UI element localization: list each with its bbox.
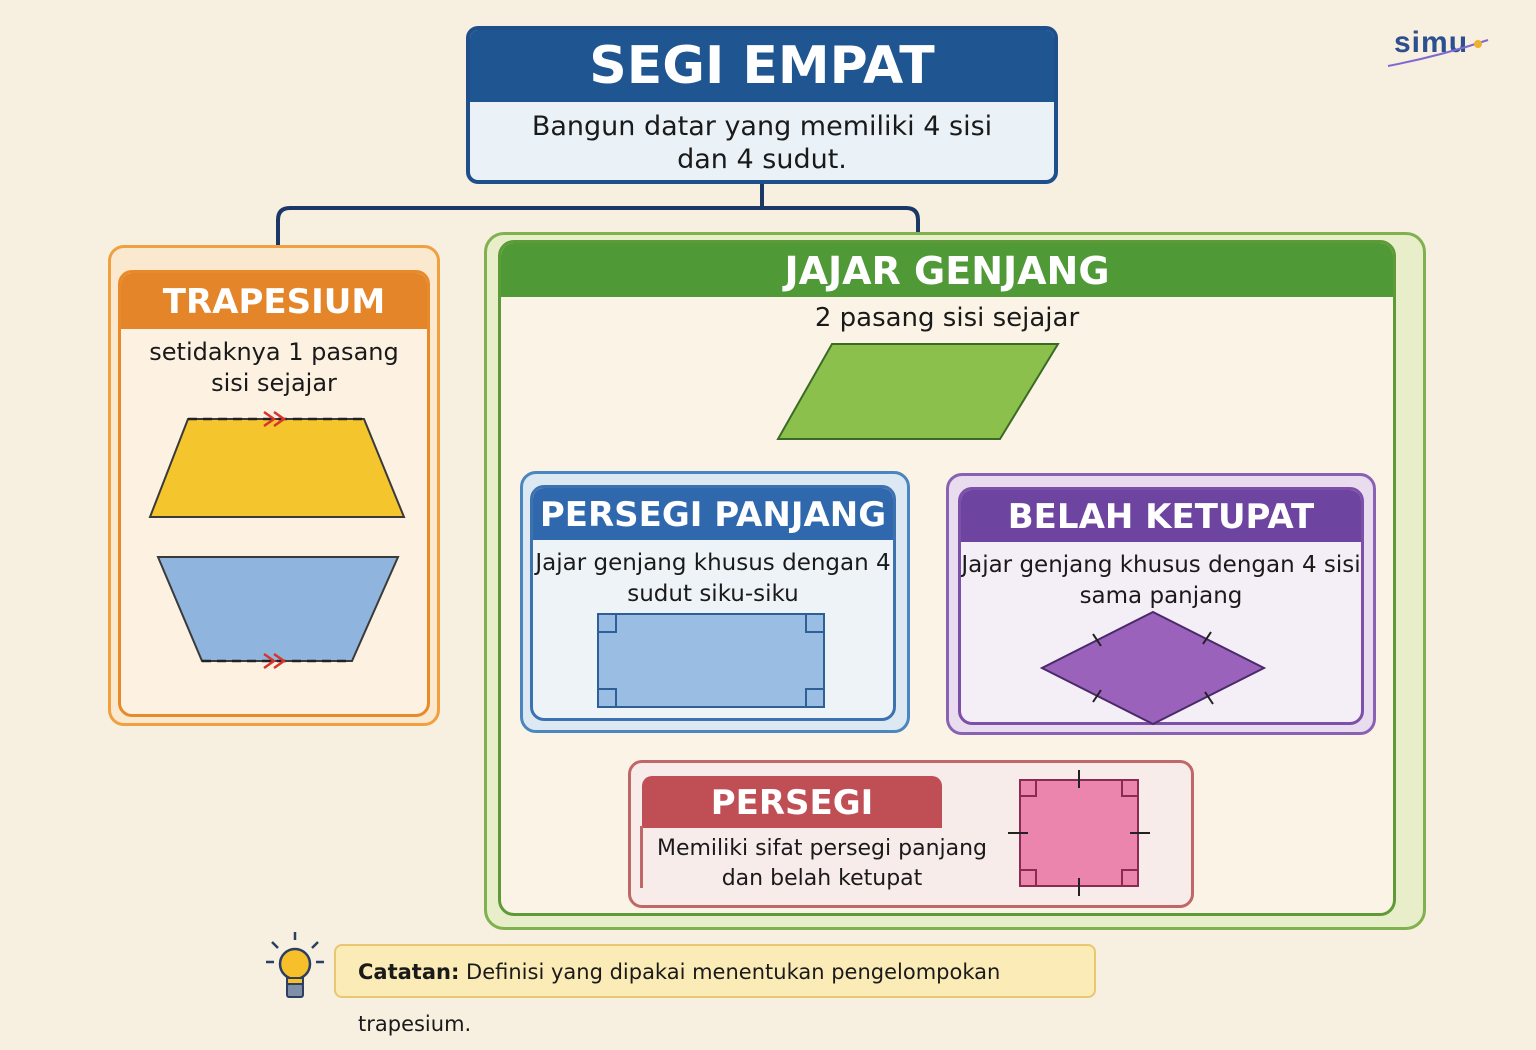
segi-empat-title: SEGI EMPAT [470,30,1054,102]
lightbulb-icon [266,932,324,998]
persegi-panjang-title: PERSEGI PANJANG [533,488,893,540]
note-label: Catatan: [358,960,460,984]
square-icon [1008,770,1150,896]
segi-empat-description: Bangun datar yang memiliki 4 sisi dan 4 … [531,111,993,175]
logo-swoosh-icon [1387,39,1489,67]
persegi-panjang-description: Jajar genjang khusus dengan 4 sudut siku… [535,550,891,607]
trapesium-shapes [148,410,406,670]
note-box: Catatan: Definisi yang dipakai menentuka… [334,944,1096,1036]
trapesium-description: setidaknya 1 pasang sisi sejajar [149,338,399,397]
persegi-divider [640,826,643,888]
jajar-genjang-description: 2 pasang sisi sejajar [814,303,1080,333]
rectangle-icon [597,613,825,708]
yellow-trapezoid-icon [148,410,406,518]
belah-ketupat-description: Jajar genjang khusus dengan 4 sisi sama … [961,552,1361,609]
segi-empat-node: SEGI EMPAT Bangun datar yang memiliki 4 … [466,26,1058,184]
trapesium-title: TRAPESIUM [121,273,427,329]
persegi-description: Memiliki sifat persegi panjang dan belah… [656,836,988,891]
persegi-title: PERSEGI [642,776,942,828]
jajar-genjang-title: JAJAR GENJANG [501,243,1393,297]
belah-ketupat-title: BELAH KETUPAT [961,490,1361,542]
rhombus-icon [1039,610,1267,726]
simu-logo: simu [1394,26,1469,59]
parallelogram-icon [776,343,1060,440]
blue-trapezoid-icon [156,556,400,670]
